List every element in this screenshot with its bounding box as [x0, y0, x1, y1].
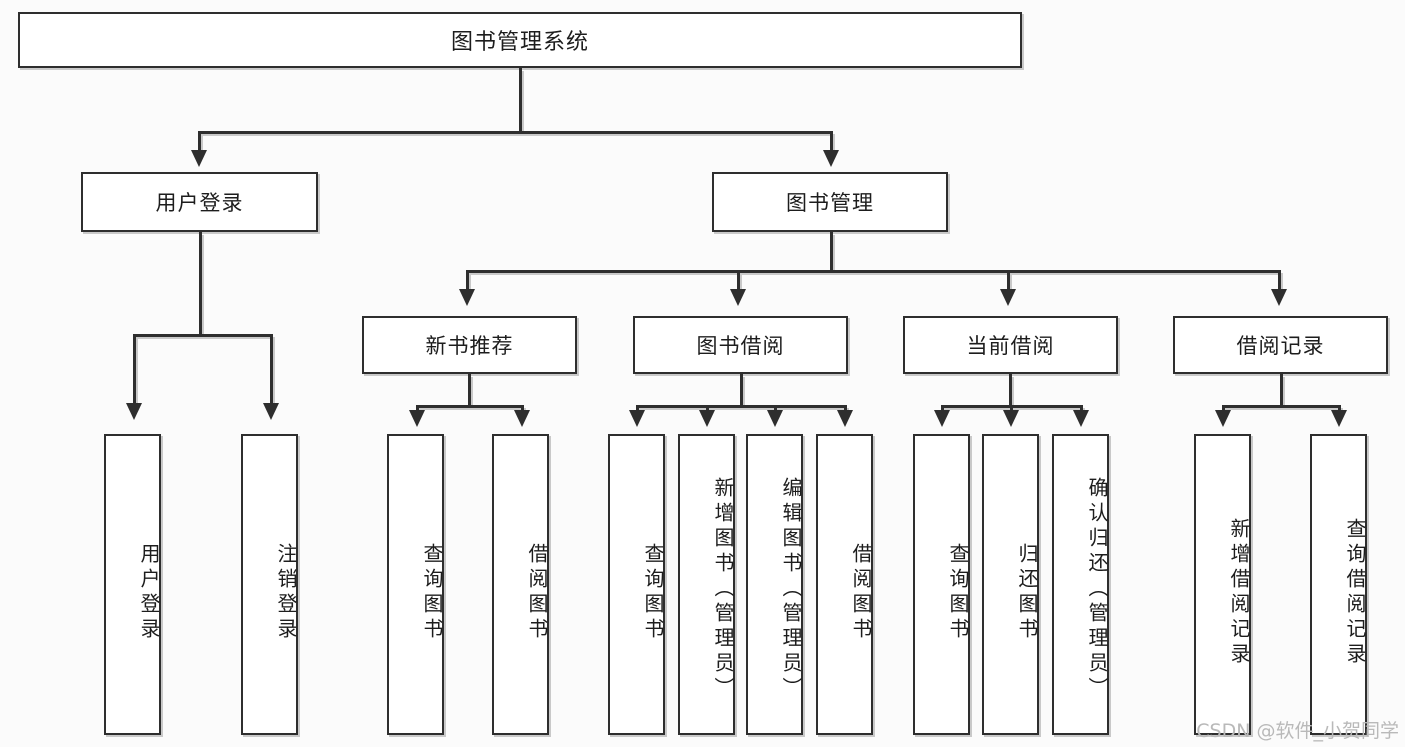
leaf-add-book[interactable]: 新增图书（管理员）: [678, 434, 735, 735]
arrowhead-leaf-user-login: [126, 403, 142, 420]
node-new-book-recommend[interactable]: 新书推荐: [362, 316, 577, 374]
leaf-query-book-1[interactable]: 查询图书: [387, 434, 444, 735]
arrowhead-user-login: [191, 150, 207, 167]
connector-user-login-bus: [133, 334, 273, 339]
leaf-add-record[interactable]: 新增借阅记录: [1194, 434, 1251, 735]
arrowhead-leaf-borrow-book-1: [514, 410, 530, 427]
connector-book-management-bus: [466, 270, 1281, 275]
arrowhead-leaf-return-book: [1003, 410, 1019, 427]
leaf-query-record[interactable]: 查询借阅记录: [1310, 434, 1367, 735]
leaf-query-book-2[interactable]: 查询图书: [608, 434, 665, 735]
leaf-query-book-3[interactable]: 查询图书: [913, 434, 970, 735]
arrowhead-leaf-confirm-return: [1073, 410, 1089, 427]
connector-root-stem: [519, 68, 524, 135]
arrowhead-current-borrow: [1000, 289, 1016, 306]
arrowhead-leaf-edit-book: [767, 410, 783, 427]
arrowhead-book-management: [823, 150, 839, 167]
connector-nbr-stem: [468, 374, 473, 409]
node-current-borrow[interactable]: 当前借阅: [903, 316, 1118, 374]
node-root-book-management-system[interactable]: 图书管理系统: [18, 12, 1022, 68]
arrowhead-leaf-query-book-2: [629, 410, 645, 427]
connector-user-login-drop-2: [270, 334, 275, 409]
connector-br-bus: [1222, 405, 1341, 410]
arrowhead-leaf-borrow-book-2: [837, 410, 853, 427]
leaf-user-logout[interactable]: 注销登录: [241, 434, 298, 735]
connector-bb-stem: [740, 374, 745, 409]
connector-nbr-bus: [416, 405, 524, 410]
connector-bb-bus: [636, 405, 847, 410]
node-user-login[interactable]: 用户登录: [81, 172, 318, 232]
arrowhead-borrow-record: [1271, 289, 1287, 306]
leaf-confirm-return[interactable]: 确认归还（管理员）: [1052, 434, 1109, 735]
connector-user-login-stem: [199, 232, 204, 339]
leaf-borrow-book-2[interactable]: 借阅图书: [816, 434, 873, 735]
csdn-watermark: CSDN @软件_小贺同学: [1196, 720, 1399, 742]
connector-cb-stem: [1009, 374, 1014, 409]
leaf-edit-book[interactable]: 编辑图书（管理员）: [746, 434, 803, 735]
arrowhead-leaf-user-logout: [263, 403, 279, 420]
leaf-return-book[interactable]: 归还图书: [982, 434, 1039, 735]
leaf-user-login[interactable]: 用户登录: [104, 434, 161, 735]
arrowhead-new-book-recommend: [459, 289, 475, 306]
arrowhead-leaf-add-record: [1215, 410, 1231, 427]
arrowhead-leaf-query-book-3: [934, 410, 950, 427]
node-borrow-record[interactable]: 借阅记录: [1173, 316, 1388, 374]
connector-book-management-stem: [830, 232, 835, 275]
arrowhead-leaf-add-book: [699, 410, 715, 427]
node-book-management[interactable]: 图书管理: [712, 172, 948, 232]
connector-root-bus: [198, 131, 835, 136]
arrowhead-leaf-query-book-1: [409, 410, 425, 427]
arrowhead-book-borrow: [730, 289, 746, 306]
node-book-borrow[interactable]: 图书借阅: [633, 316, 848, 374]
arrowhead-leaf-query-record: [1331, 410, 1347, 427]
connector-user-login-drop-1: [133, 334, 138, 409]
connector-br-stem: [1280, 374, 1285, 409]
leaf-borrow-book-1[interactable]: 借阅图书: [492, 434, 549, 735]
